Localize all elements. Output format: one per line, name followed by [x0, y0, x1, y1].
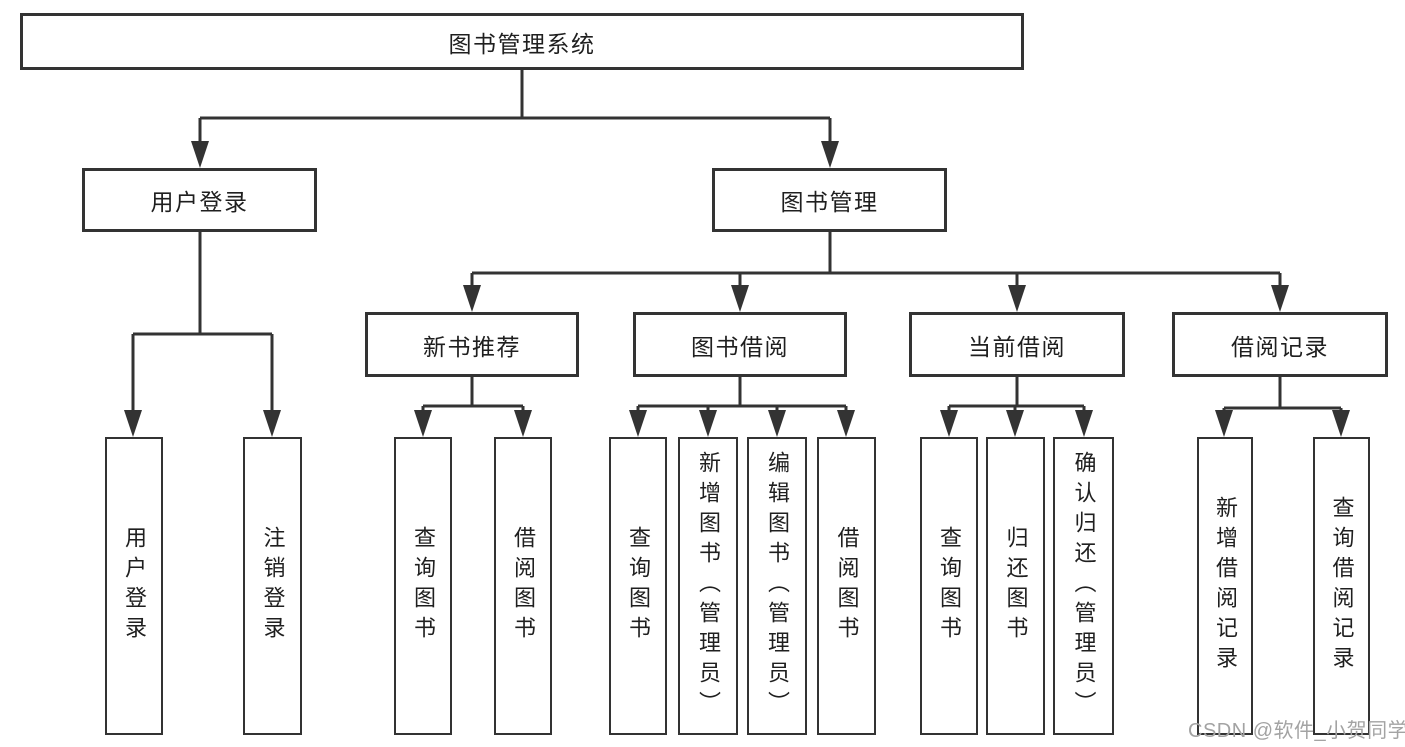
leaf-add-borrow-record: 新增借阅记录 [1197, 437, 1253, 735]
leaf-confirm-return-admin: 确认归还（管理员） [1053, 437, 1114, 735]
leaf-label: 用户登录 [122, 526, 147, 646]
node-label: 用户登录 [150, 189, 249, 215]
node-label: 图书借阅 [691, 333, 789, 360]
node-label: 新书推荐 [423, 333, 521, 360]
leaf-query-books-borrowing: 查询图书 [609, 437, 667, 735]
leaf-label: 确认归还（管理员） [1071, 451, 1097, 721]
leaf-label: 新增借阅记录 [1213, 496, 1238, 676]
leaf-label: 编辑图书（管理员） [765, 451, 790, 721]
node-current-borrowing: 当前借阅 [909, 312, 1125, 377]
leaf-query-books-recommend: 查询图书 [394, 437, 452, 735]
node-library-management-system: 图书管理系统 [20, 13, 1024, 70]
leaf-borrow-books-recommend: 借阅图书 [494, 437, 552, 735]
leaf-label: 查询图书 [626, 526, 651, 646]
leaf-add-books-admin: 新增图书（管理员） [678, 437, 738, 735]
leaf-label: 查询图书 [411, 526, 436, 646]
leaf-label: 归还图书 [1003, 526, 1029, 646]
node-label: 图书管理 [780, 189, 879, 215]
leaf-label: 查询图书 [937, 526, 962, 646]
leaf-label: 查询借阅记录 [1329, 496, 1355, 676]
node-label: 借阅记录 [1231, 333, 1329, 360]
node-book-management: 图书管理 [712, 168, 947, 232]
leaf-borrow-books: 借阅图书 [817, 437, 876, 735]
leaf-user-login: 用户登录 [105, 437, 163, 735]
leaf-label: 借阅图书 [834, 526, 860, 646]
node-new-book-recommendation: 新书推荐 [365, 312, 579, 377]
leaf-label: 新增图书（管理员） [696, 451, 721, 721]
node-user-login: 用户登录 [82, 168, 317, 232]
arrowhead-icons [124, 141, 1350, 437]
leaf-edit-books-admin: 编辑图书（管理员） [747, 437, 807, 735]
node-book-borrowing: 图书借阅 [633, 312, 847, 377]
node-label: 当前借阅 [968, 333, 1066, 360]
leaf-return-books: 归还图书 [986, 437, 1045, 735]
leaf-label: 注销登录 [260, 526, 286, 646]
csdn-watermark: CSDN @软件_小贺同学 [1188, 720, 1405, 742]
leaf-logout: 注销登录 [243, 437, 302, 735]
node-borrowing-records: 借阅记录 [1172, 312, 1388, 377]
leaf-query-borrow-record: 查询借阅记录 [1313, 437, 1370, 735]
leaf-query-books-current: 查询图书 [920, 437, 978, 735]
leaf-label: 借阅图书 [511, 526, 536, 646]
node-label: 图书管理系统 [448, 30, 596, 57]
